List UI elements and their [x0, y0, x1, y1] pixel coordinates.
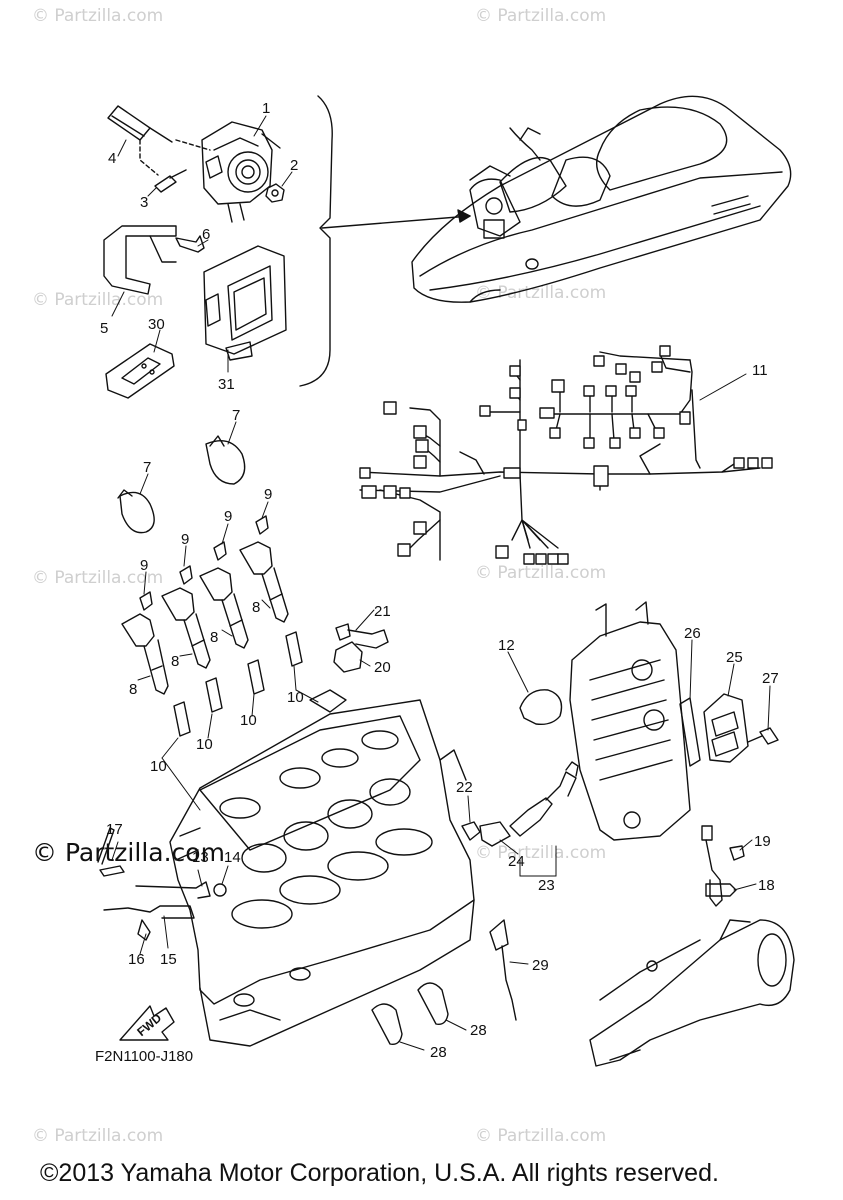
part-number-7: 7: [143, 459, 151, 476]
oil-pressure-switch: [461, 761, 579, 847]
watermark: © Partzilla.com: [475, 6, 607, 26]
part-number-6: 6: [202, 226, 210, 243]
part-number-23: 23: [538, 877, 555, 894]
part-number-13: 13: [192, 849, 209, 866]
partzilla-watermark: © Partzilla.com: [32, 838, 225, 867]
watermark: © Partzilla.com: [32, 1126, 164, 1146]
part-number-10: 10: [196, 736, 213, 753]
leader-lines: [111, 115, 771, 1051]
part-number-31: 31: [218, 376, 235, 393]
fwd-arrow: [119, 1005, 175, 1041]
part-number-8: 8: [129, 681, 137, 698]
part-number-10: 10: [287, 689, 304, 706]
part-number-9: 9: [224, 508, 232, 525]
watercraft-illustration: [411, 95, 792, 303]
part-number-24: 24: [508, 853, 525, 870]
part-number-28: 28: [470, 1022, 487, 1039]
part-number-22: 22: [456, 779, 473, 796]
cam-sensor: [333, 623, 389, 673]
cable-tie-29: [489, 919, 517, 1021]
rectifier-regulator: [679, 693, 779, 767]
part-number-20: 20: [374, 659, 391, 676]
part-number-9: 9: [264, 486, 272, 503]
part-number-15: 15: [160, 951, 177, 968]
watermark: © Partzilla.com: [475, 563, 607, 583]
hose-clamp: [519, 689, 563, 726]
part-number-16: 16: [128, 951, 145, 968]
part-number-9: 9: [181, 531, 189, 548]
water-sensor: [701, 825, 745, 907]
watermark: © Partzilla.com: [32, 290, 164, 310]
part-number-12: 12: [498, 637, 515, 654]
part-number-4: 4: [108, 150, 116, 167]
part-number-10: 10: [240, 712, 257, 729]
cable-ties-28: [371, 982, 449, 1045]
part-number-7: 7: [232, 407, 240, 424]
part-number-28: 28: [430, 1044, 447, 1061]
part-number-9: 9: [140, 557, 148, 574]
part-number-2: 2: [290, 157, 298, 174]
cylinder-head: [169, 689, 475, 1047]
part-number-29: 29: [532, 957, 549, 974]
part-number-8: 8: [252, 599, 260, 616]
part-number-10: 10: [150, 758, 167, 775]
wire-harness: [359, 345, 773, 565]
part-number-11: 11: [752, 362, 768, 379]
temperature-sensors: [97, 827, 227, 941]
watermark: © Partzilla.com: [475, 283, 607, 303]
part-labels: 1 2 3 4 5 6 30 31 11 7 7 9 9 9 9 8 8 8 8…: [100, 100, 779, 1061]
part-number-25: 25: [726, 649, 743, 666]
part-number-18: 18: [758, 877, 775, 894]
cable-ties: [117, 435, 246, 534]
part-number-27: 27: [762, 670, 779, 687]
watermark: © Partzilla.com: [475, 843, 607, 863]
part-number-3: 3: [140, 194, 148, 211]
part-number-17: 17: [106, 821, 123, 838]
part-number-21: 21: [374, 603, 391, 620]
exhaust-pipe: [589, 919, 795, 1067]
part-number-26: 26: [684, 625, 701, 642]
watermark: © Partzilla.com: [32, 6, 164, 26]
diagram-code: F2N1100-J180: [95, 1048, 194, 1065]
part-number-14: 14: [224, 849, 241, 866]
copyright-notice: ©2013 Yamaha Motor Corporation, U.S.A. A…: [40, 1159, 719, 1187]
watermark: © Partzilla.com: [32, 568, 164, 588]
part-number-8: 8: [210, 629, 218, 646]
ignition-coils: [121, 515, 303, 737]
part-number-5: 5: [100, 320, 108, 337]
part-number-30: 30: [148, 316, 165, 333]
part-number-1: 1: [262, 100, 270, 117]
throttle-body-assembly: [103, 95, 471, 399]
watermark: © Partzilla.com: [475, 1126, 607, 1146]
part-number-19: 19: [754, 833, 771, 850]
fwd-label: FWD: [134, 1011, 164, 1040]
part-number-8: 8: [171, 653, 179, 670]
exhaust-manifold: [569, 601, 691, 841]
